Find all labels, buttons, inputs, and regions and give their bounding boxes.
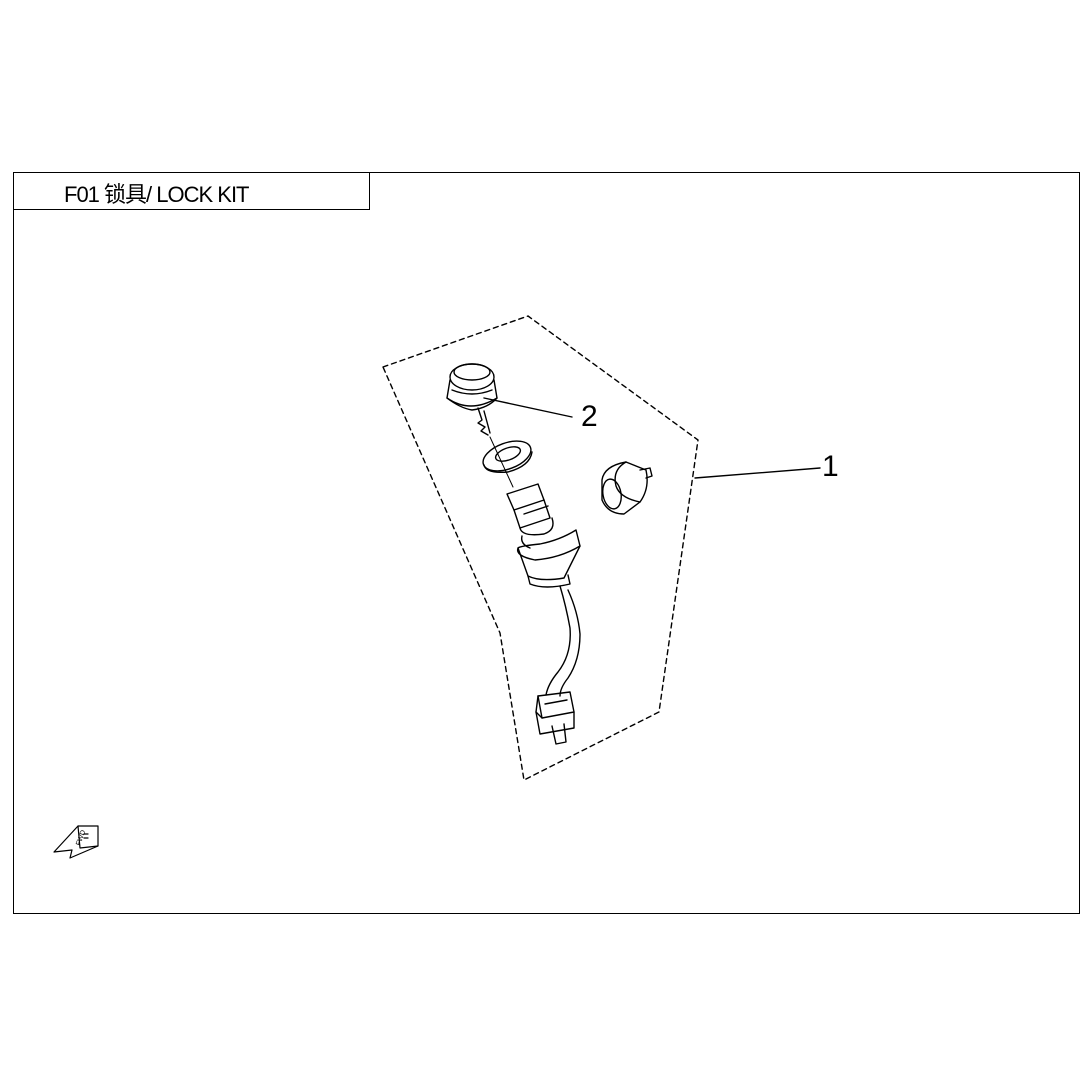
wire-harness <box>545 585 581 697</box>
leader-line-1 <box>694 467 821 479</box>
connector-plug <box>535 691 575 745</box>
callout-2: 2 <box>581 400 598 433</box>
dust-cap-part <box>601 461 653 515</box>
callout-1: 1 <box>822 450 839 483</box>
kit-boundary-dashed <box>382 315 699 781</box>
assembly-centerline <box>489 436 514 488</box>
ignition-switch-body <box>506 483 581 588</box>
leader-line-2 <box>483 397 573 418</box>
drawing-sheet-frame <box>13 172 1080 914</box>
forward-arrow-icon <box>53 825 99 859</box>
key-part <box>446 363 498 436</box>
ring-nut-part <box>482 440 533 474</box>
title-block: F01 锁具/ LOCK KIT <box>13 172 370 210</box>
page-title: F01 锁具/ LOCK KIT <box>64 182 249 207</box>
